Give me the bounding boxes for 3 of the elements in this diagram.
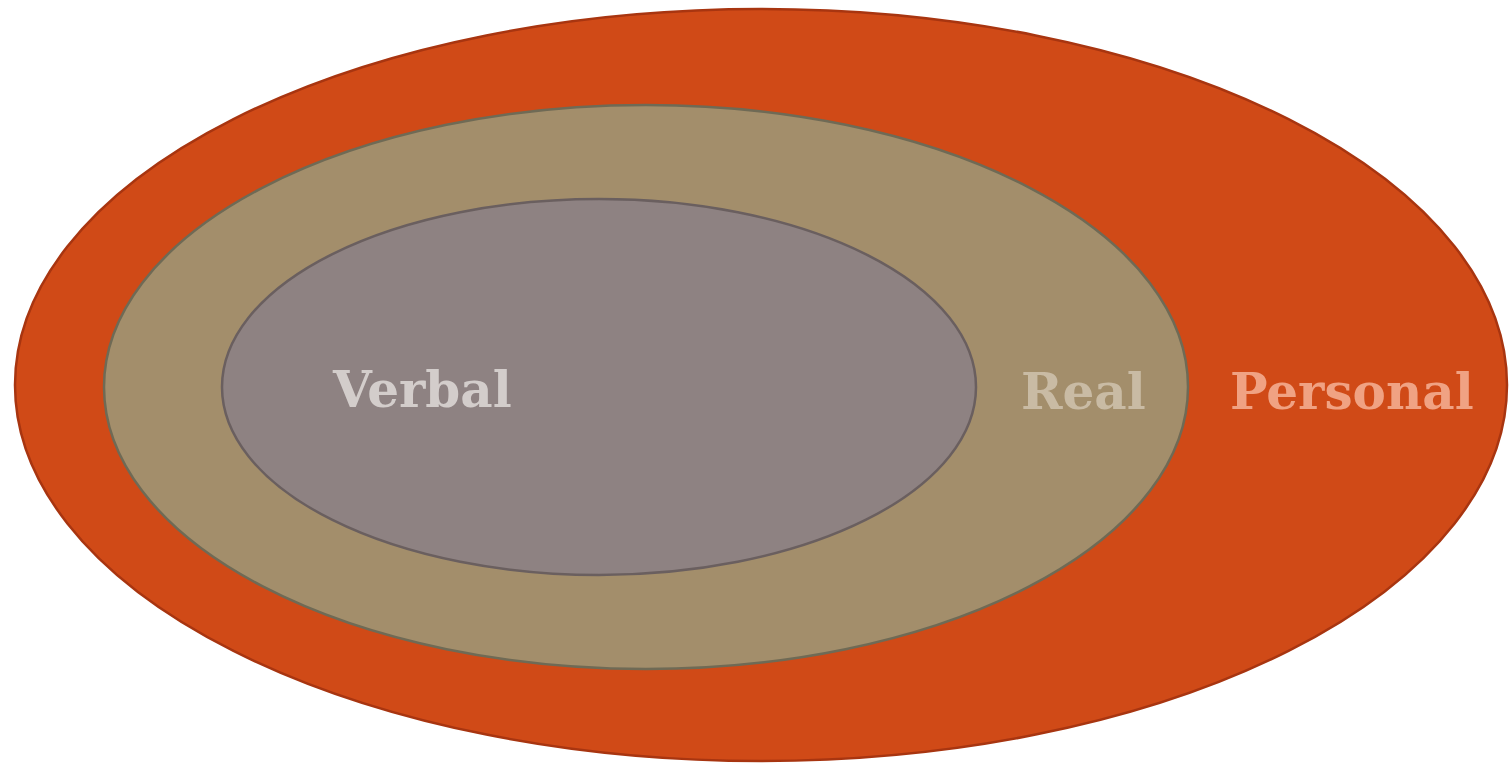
region-label: Personal [1230,367,1474,417]
region-label: Real [1021,367,1146,417]
region-label: Verbal [333,365,512,415]
